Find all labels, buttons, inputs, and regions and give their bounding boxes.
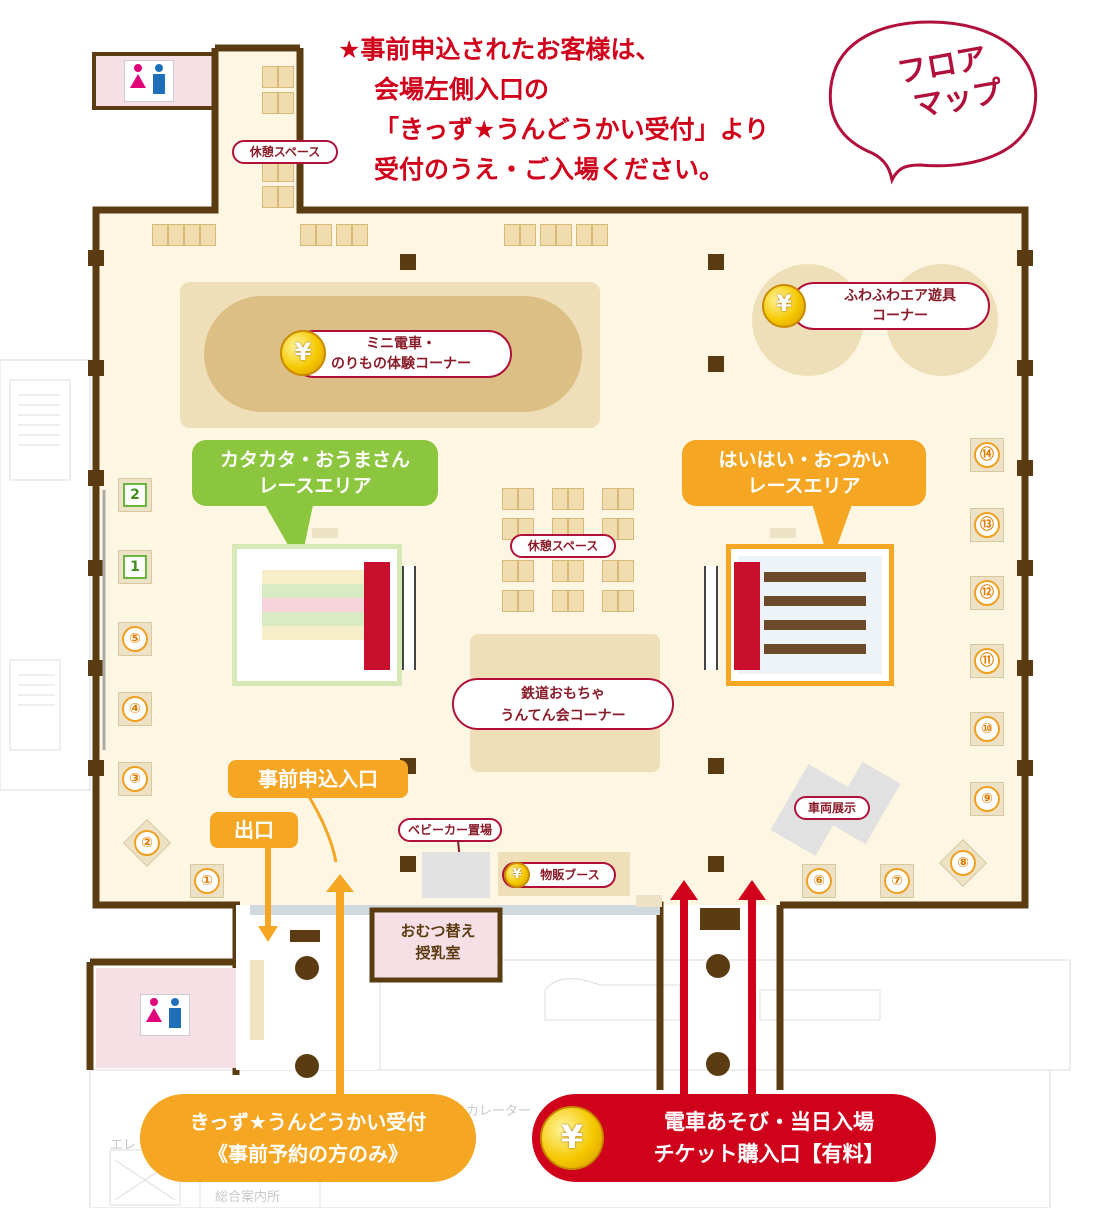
male-restroom-icon-bottom (166, 998, 184, 1030)
label-rest-space-center: 休憩スペース (510, 534, 616, 558)
label-elevator: エレ (110, 1138, 137, 1153)
booth-1: ① (190, 864, 224, 898)
booth-7: ⑦ (880, 864, 914, 898)
booth-5: ⑤ (118, 622, 152, 656)
label-stroller-parking: ベビーカー置場 (398, 818, 502, 842)
notice-line-2: 会場左側入口の (374, 75, 550, 104)
notice-line-3: 「きっず★うんどうかい受付」より (374, 115, 770, 144)
label-haihai-line-1: はいはい・おつかい (718, 449, 890, 471)
booth-11: ⑪ (970, 644, 1004, 678)
race-lane-5 (262, 626, 366, 640)
label-nursing-room: おむつ替え 授乳室 (380, 920, 496, 964)
label-haihai-race: はいはい・おつかい レースエリア (682, 440, 926, 506)
label-katakata-line-1: カタカタ・おうまさん (219, 449, 410, 471)
race-lane-4 (262, 612, 366, 626)
booth-green-1: 1 (118, 550, 152, 584)
label-haihai-line-2: レースエリア (747, 475, 861, 497)
label-katakata-line-2: レースエリア (258, 475, 372, 497)
label-railway-toy: 鉄道おもちゃ うんてん会コーナー (452, 678, 674, 730)
label-ticket-purchase: 電車あそび・当日入場 チケット購入口【有料】 (532, 1094, 936, 1182)
yen-icon-ticket: ¥ (540, 1106, 604, 1170)
yen-icon-air-play: ¥ (762, 284, 806, 328)
label-vehicle-display: 車両展示 (794, 796, 870, 820)
booth-3: ③ (118, 762, 152, 796)
race-lane-r4 (764, 644, 866, 654)
callout-tail-haihai (810, 496, 855, 566)
label-exit: 出口 (210, 812, 298, 848)
label-railway-line-2: うんてん会コーナー (500, 708, 626, 724)
label-nursing-line-1: おむつ替え (400, 922, 476, 940)
label-ticket-line-2: チケット購入口【有料】 (653, 1142, 885, 1166)
booth-10: ⑩ (970, 712, 1004, 746)
label-mini-train-line-1: ミニ電車・ (366, 336, 436, 352)
notice-line-1: ★事前申込されたお客様は、 (338, 35, 661, 64)
stroller-parking-area (422, 852, 490, 898)
label-nursing-line-2: 授乳室 (415, 944, 461, 962)
yen-icon-mini-train: ¥ (280, 330, 326, 376)
race-goal-mat-right (734, 562, 760, 670)
race-lane-1 (262, 570, 366, 584)
label-kids-reception: きっず★うんどうかい受付 《事前予約の方のみ》 (140, 1094, 476, 1182)
label-air-play-line-1: ふわふわエア遊具 (844, 288, 956, 304)
booth-9: ⑨ (970, 782, 1004, 816)
label-mini-train: ミニ電車・ のりもの体験コーナー (290, 330, 512, 378)
floor-map-badge-bubble (828, 20, 1038, 185)
label-information-desk: 総合案内所 (215, 1190, 281, 1205)
female-restroom-icon-bottom (145, 998, 163, 1030)
race-lane-r2 (764, 596, 866, 606)
entry-notice: ★事前申込されたお客様は、 会場左側入口の 「きっず★うんどうかい受付」より 受… (338, 30, 808, 190)
male-restroom-icon (150, 64, 168, 96)
race-goal-mat-left (364, 562, 390, 670)
small-mat-right (770, 528, 796, 538)
label-mini-train-line-2: のりもの体験コーナー (331, 356, 471, 372)
label-ticket-line-1: 電車あそび・当日入場 (664, 1110, 874, 1134)
notice-line-4: 受付のうえ・ご入場ください。 (374, 155, 725, 184)
label-kids-reception-line-2: 《事前予約の方のみ》 (208, 1142, 408, 1166)
label-kids-reception-line-1: きっず★うんどうかい受付 (189, 1110, 427, 1134)
label-pre-registration-entrance: 事前申込入口 (228, 760, 408, 798)
race-lane-2 (262, 584, 366, 598)
label-rest-space-top: 休憩スペース (232, 140, 338, 164)
booth-4: ④ (118, 692, 152, 726)
small-mat-left (312, 528, 338, 538)
race-lane-r1 (764, 572, 866, 582)
race-lane-r3 (764, 620, 866, 630)
label-railway-line-1: 鉄道おもちゃ (521, 686, 605, 702)
booth-14: ⑭ (970, 438, 1004, 472)
booth-13: ⑬ (970, 508, 1004, 542)
booth-6: ⑥ (802, 864, 836, 898)
female-restroom-icon (129, 64, 147, 96)
race-gate-left (402, 566, 416, 670)
label-katakata-race: カタカタ・おうまさん レースエリア (192, 440, 438, 506)
booth-green-2: 2 (118, 478, 152, 512)
yen-icon-merch: ¥ (504, 862, 530, 888)
label-air-play-line-2: コーナー (872, 308, 928, 324)
race-lane-3 (262, 598, 366, 612)
booth-12: ⑫ (970, 576, 1004, 610)
race-gate-right (704, 566, 718, 670)
label-air-play: ふわふわエア遊具 コーナー (790, 282, 990, 330)
